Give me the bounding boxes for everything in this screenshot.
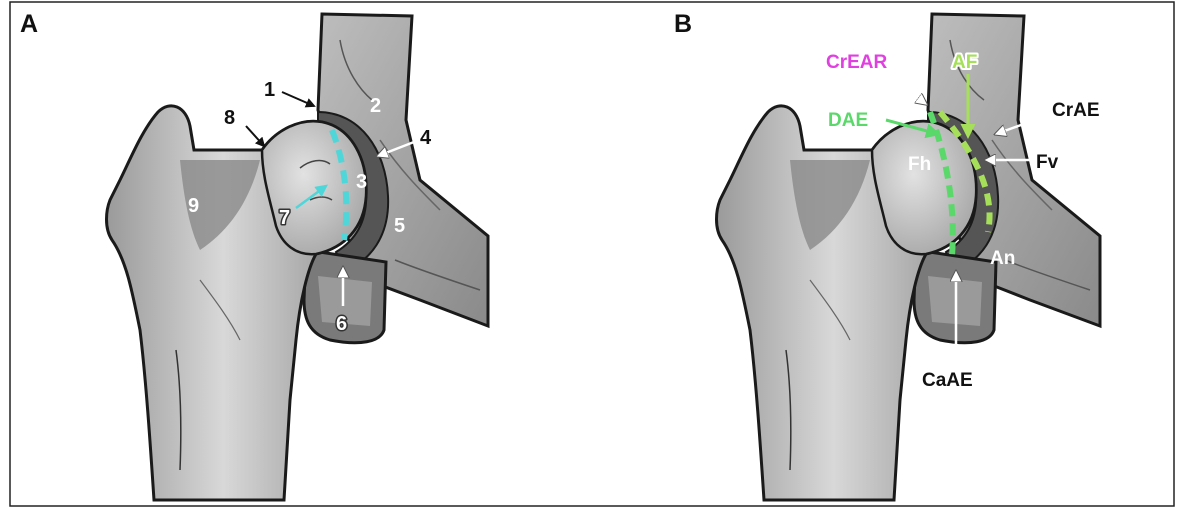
label-af: AF xyxy=(952,52,977,73)
label-5: 5 xyxy=(394,215,405,237)
panel-letter-b: B xyxy=(674,10,692,38)
label-caae: CaAE xyxy=(922,370,973,391)
label-1: 1 xyxy=(264,79,275,101)
label-crear: CrEAR xyxy=(826,52,888,73)
label-9: 9 xyxy=(188,195,199,217)
label-3: 3 xyxy=(356,171,367,193)
label-crae: CrAE xyxy=(1052,100,1100,121)
label-6: 6 xyxy=(336,313,347,335)
label-fh: Fh xyxy=(908,154,931,175)
label-4: 4 xyxy=(420,127,432,149)
label-fv: Fv xyxy=(1036,152,1059,173)
label-7: 7 xyxy=(279,207,290,229)
panel-letter-a: A xyxy=(20,10,38,38)
label-8: 8 xyxy=(224,107,235,129)
label-dae: DAE xyxy=(828,110,868,131)
label-2: 2 xyxy=(370,95,381,117)
label-an: An xyxy=(990,248,1015,269)
